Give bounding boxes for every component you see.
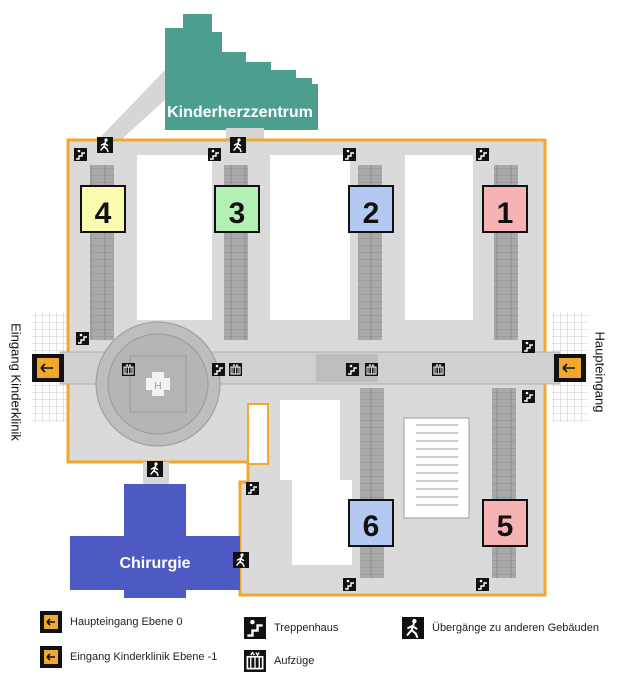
legend-main-entrance-label: Haupteingang Ebene 0 [70, 616, 183, 628]
legend-main-entrance: Haupteingang Ebene 0 [40, 611, 183, 633]
heart-center-label: Kinderherzzentrum [167, 104, 313, 121]
walking-person-icon [402, 617, 424, 639]
svg-text:H: H [154, 381, 161, 392]
ward-3-box [214, 185, 260, 233]
ward-2-number: 2 [363, 197, 380, 230]
ward-1-box [482, 185, 528, 233]
ward-4-number: 4 [95, 197, 112, 230]
floor-plan-map: H 4 3 2 1 6 5 Kinderherzzentrum Chirurgi… [32, 14, 588, 598]
ward-5-box [482, 499, 528, 547]
legend-elevators-label: Aufzüge [274, 655, 315, 667]
ward-4[interactable]: 4 [80, 185, 126, 233]
ward-4-box [80, 185, 126, 233]
legend-stairs-label: Treppenhaus [274, 622, 339, 634]
ward-3-number: 3 [229, 197, 246, 230]
surgery-building [70, 484, 240, 598]
stairs-icon [244, 617, 266, 639]
legend-transitions: Übergänge zu anderen Gebäuden [402, 617, 599, 639]
ward-1-number: 1 [497, 197, 514, 230]
legend-elevators: Aufzüge [244, 650, 314, 672]
entrance-left-label: Eingang Kinderklinik [8, 323, 24, 441]
ward-5[interactable]: 5 [482, 499, 528, 547]
legend-stairs: Treppenhaus [244, 617, 338, 639]
heart-center-building [88, 14, 318, 150]
ward-2[interactable]: 2 [348, 185, 394, 233]
surgery-label: Chirurgie [119, 555, 190, 572]
entrance-right-label: Haupteingang [592, 331, 608, 413]
elevator-icon [244, 650, 266, 672]
entrance-arrow-icon [40, 646, 62, 668]
ward-6-box [348, 499, 394, 547]
legend-child-entrance: Eingang Kinderklinik Ebene -1 [40, 646, 217, 668]
ward-1[interactable]: 1 [482, 185, 528, 233]
legend-transitions-label: Übergänge zu anderen Gebäuden [432, 622, 599, 634]
ward-6[interactable]: 6 [348, 499, 394, 547]
legend-child-entrance-label: Eingang Kinderklinik Ebene -1 [70, 651, 218, 663]
entrance-arrow-icon [40, 611, 62, 633]
ward-3[interactable]: 3 [214, 185, 260, 233]
ward-6-number: 6 [363, 510, 380, 543]
ward-2-box [348, 185, 394, 233]
ward-5-number: 5 [497, 510, 514, 543]
